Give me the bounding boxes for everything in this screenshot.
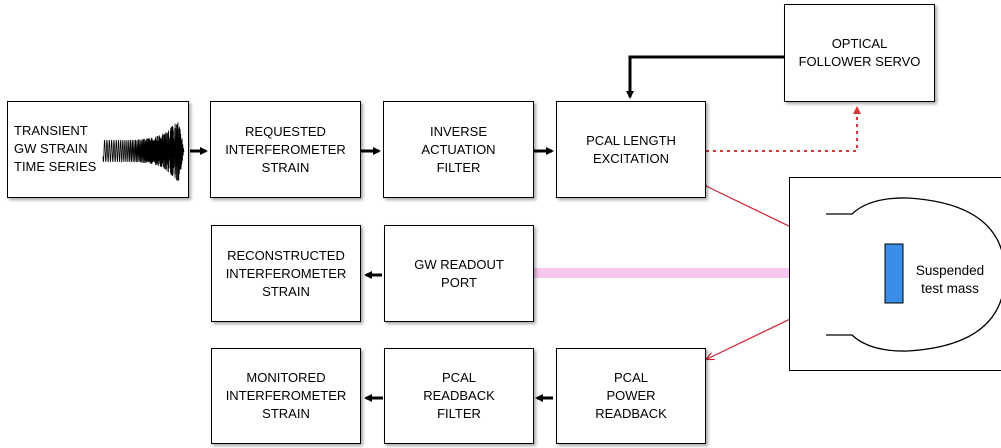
source-label: TRANSIENT GW STRAIN TIME SERIES: [14, 123, 97, 174]
pcal-power-readback-block: PCAL POWER READBACK: [556, 348, 706, 444]
pcal-power-readback-label: PCAL POWER READBACK: [595, 370, 667, 421]
requested-strain-block: REQUESTED INTERFEROMETER STRAIN: [210, 101, 361, 198]
requested-strain-label: REQUESTED INTERFEROMETER STRAIN: [225, 123, 346, 175]
pcal-length-label: PCAL LENGTH EXCITATION: [586, 132, 676, 166]
optical-follower-block: OPTICAL FOLLOWER SERVO: [784, 4, 935, 102]
inverse-actuation-label: INVERSE ACTUATION FILTER: [421, 123, 496, 175]
monitored-strain-block: MONITORED INTERFEROMETER STRAIN: [211, 348, 361, 444]
gw-readout-block: GW READOUT PORT: [384, 225, 534, 322]
pcal-readback-filter-label: PCAL READBACK FILTER: [423, 370, 495, 421]
gw-readout-label: GW READOUT PORT: [414, 256, 504, 290]
dotted-link-pcal-to-optical: [706, 106, 861, 152]
pcal-readback-filter-block: PCAL READBACK FILTER: [384, 348, 534, 444]
monitored-strain-label: MONITORED INTERFEROMETER STRAIN: [225, 370, 347, 421]
chamber-outline: [826, 197, 1001, 352]
readout-beam: [534, 268, 886, 278]
test-mass: [884, 243, 904, 304]
arrow-optical-to-pcal: [626, 55, 784, 99]
inverse-actuation-block: INVERSE ACTUATION FILTER: [383, 101, 534, 198]
reconstructed-strain-block: RECONSTRUCTED INTERFEROMETER STRAIN: [211, 225, 361, 322]
pcal-length-block: PCAL LENGTH EXCITATION: [556, 101, 706, 198]
optical-follower-label: OPTICAL FOLLOWER SERVO: [798, 36, 921, 69]
test-mass-label: Suspended test mass: [915, 263, 985, 296]
reconstructed-strain-label: RECONSTRUCTED INTERFEROMETER STRAIN: [225, 247, 347, 299]
